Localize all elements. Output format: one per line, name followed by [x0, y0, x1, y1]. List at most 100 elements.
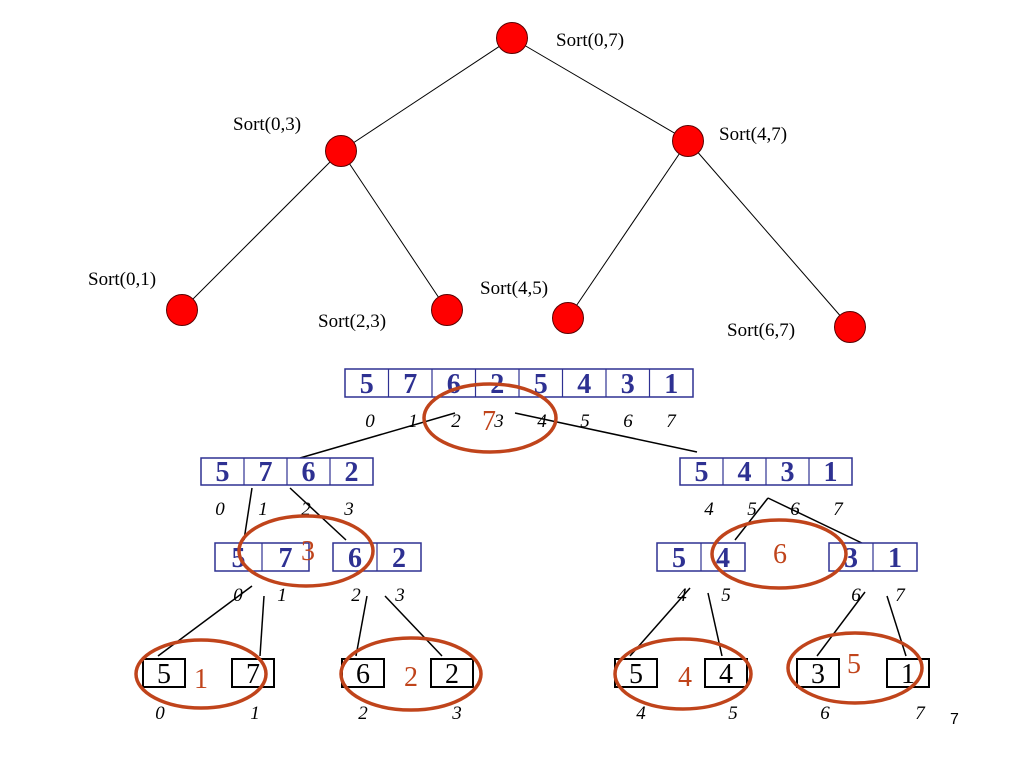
tree-edge — [181, 150, 342, 311]
merge-step-6: 6 — [710, 518, 848, 590]
array-index: 3 — [493, 411, 504, 432]
tree-node-label: Sort(0,3) — [233, 114, 301, 135]
tree-edge — [340, 150, 448, 311]
split-edge — [384, 595, 443, 657]
array-leaf6: 36 — [796, 658, 840, 724]
array-index: 0 — [365, 411, 375, 432]
split-edge — [243, 487, 253, 541]
array-cell: 5 — [157, 659, 171, 690]
step-circle — [134, 638, 268, 710]
step-circle — [422, 382, 558, 454]
array-leaf1: 71 — [231, 658, 275, 724]
tree-edge — [511, 37, 689, 142]
array-index: 5 — [721, 585, 731, 606]
array-index: 3 — [343, 499, 354, 520]
tree-node-n07 — [496, 22, 528, 54]
tree-node-n03 — [325, 135, 357, 167]
step-number: 4 — [678, 662, 692, 693]
array-cell: 5 — [232, 543, 246, 574]
array-index: 1 — [258, 499, 268, 520]
array-index: 1 — [408, 411, 418, 432]
split-edge — [514, 412, 698, 453]
merge-step-1: 1 — [134, 638, 268, 710]
split-edge — [816, 591, 866, 657]
array-index: 3 — [451, 703, 462, 724]
array-cell: 1 — [888, 543, 902, 574]
merge-step-7: 7 — [422, 382, 558, 454]
array-index: 0 — [233, 585, 243, 606]
array-cell: 5 — [695, 457, 709, 488]
step-circle — [613, 637, 753, 711]
array-index: 6 — [851, 585, 861, 606]
step-number: 6 — [773, 539, 787, 570]
array-index: 4 — [704, 499, 714, 520]
tree-node-label: Sort(0,7) — [556, 30, 624, 51]
array-cell: 3 — [781, 457, 795, 488]
array-box — [704, 658, 748, 688]
array-box — [796, 658, 840, 688]
array-leaf0: 50 — [142, 658, 186, 724]
array-index: 2 — [451, 411, 461, 432]
array-cell: 4 — [719, 659, 733, 690]
array-index: 2 — [358, 703, 368, 724]
call-tree-nodes: Sort(0,7)Sort(0,3)Sort(4,7)Sort(0,1)Sort… — [88, 22, 866, 343]
array-leaf3: 23 — [430, 658, 474, 724]
step-circle — [339, 636, 483, 712]
step-circle — [786, 631, 924, 705]
tree-node-n67 — [834, 311, 866, 343]
array-index: 5 — [580, 411, 590, 432]
tree-node-label: Sort(4,5) — [480, 278, 548, 299]
split-edges — [157, 412, 907, 657]
array-cell: 1 — [664, 369, 678, 400]
array-cell: 6 — [447, 369, 461, 400]
array-index: 3 — [394, 585, 405, 606]
split-edge — [355, 595, 368, 657]
array-cell: 2 — [392, 543, 406, 574]
array-index: 0 — [155, 703, 165, 724]
split-edge — [734, 497, 769, 541]
array-leaf5: 45 — [704, 658, 748, 724]
array-index: 7 — [915, 703, 926, 724]
array-cell: 5 — [216, 457, 230, 488]
array-index: 6 — [623, 411, 633, 432]
merge-step-5: 5 — [786, 631, 924, 705]
tree-node-label: Sort(2,3) — [318, 311, 386, 332]
array-index: 5 — [728, 703, 738, 724]
tree-edge — [340, 37, 513, 152]
array-cell: 6 — [356, 659, 370, 690]
array-leaf4: 54 — [614, 658, 658, 724]
array-cell: 7 — [279, 543, 293, 574]
split-edge — [767, 497, 867, 546]
merge-step-circles: 1 2 3 4 5 6 7 — [134, 382, 924, 712]
array-index: 7 — [895, 585, 906, 606]
split-edge — [259, 595, 265, 657]
tree-node-label: Sort(6,7) — [727, 320, 795, 341]
step-number: 2 — [404, 662, 418, 693]
step-number: 7 — [482, 406, 496, 437]
array-index: 4 — [537, 411, 547, 432]
array-cell: 6 — [302, 457, 316, 488]
array-cell: 7 — [403, 369, 417, 400]
merge-step-3: 3 — [237, 514, 375, 588]
array-cell: 6 — [348, 543, 362, 574]
array-index: 4 — [636, 703, 646, 724]
tree-node-n45 — [552, 302, 584, 334]
array-cell: 5 — [360, 369, 374, 400]
array-cell: 2 — [345, 457, 359, 488]
tree-node-n47 — [672, 125, 704, 157]
split-edge — [707, 592, 723, 657]
step-number: 3 — [301, 536, 315, 567]
array-box — [430, 658, 474, 688]
array-index: 2 — [351, 585, 361, 606]
array-index: 7 — [833, 499, 844, 520]
array-cell: 1 — [901, 659, 915, 690]
step-circle — [710, 518, 848, 590]
array-index: 0 — [215, 499, 225, 520]
tree-node-n23 — [431, 294, 463, 326]
